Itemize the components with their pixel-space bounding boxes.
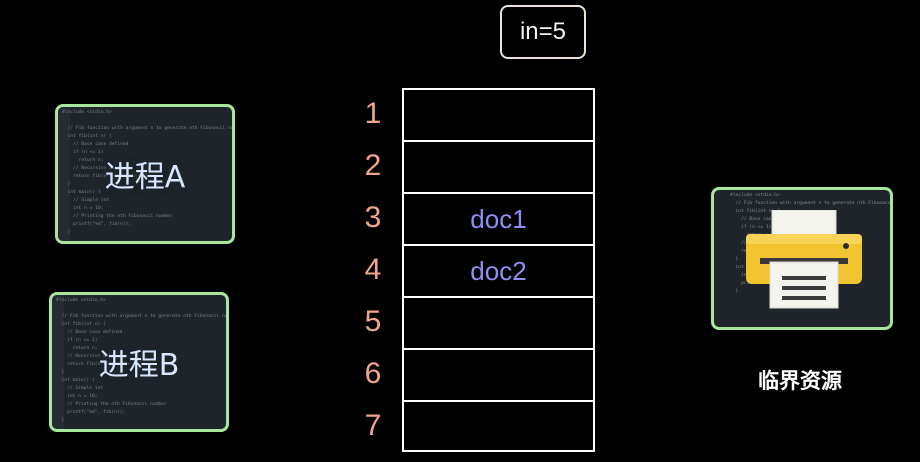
process-b-label: 进程B	[98, 348, 180, 383]
slot-index-4: 4	[364, 253, 382, 286]
critical-resource-label: 临界资源	[758, 369, 842, 393]
buffer-slot-6	[404, 350, 593, 402]
buffer-slot-4: doc2	[404, 246, 593, 298]
spooler-buffer: doc1 doc2	[402, 88, 595, 452]
buffer-slot-3: doc1	[404, 194, 593, 246]
in-pointer-text: in=5	[519, 18, 567, 45]
process-b-card: #include <stdio.h> // Fib function with …	[49, 292, 229, 432]
slot-index-7: 7	[364, 409, 382, 442]
slot-index-1: 1	[364, 97, 382, 130]
slot-index-3: 3	[364, 201, 382, 234]
buffer-slot-2	[404, 142, 593, 194]
process-a-label: 进程A	[104, 160, 186, 195]
slot-index-5: 5	[364, 305, 382, 338]
slot-index-6: 6	[364, 357, 382, 390]
slot-index-2: 2	[364, 149, 382, 182]
code-background: #include <stdio.h> // Fib function with …	[56, 298, 228, 423]
buffer-slot-7	[404, 402, 593, 450]
critical-resource-card: #include <stdio.h> // Fib function with …	[711, 187, 893, 330]
buffer-slot-1	[404, 90, 593, 142]
code-gutter	[58, 107, 70, 241]
buffer-slot-5	[404, 298, 593, 350]
code-gutter	[52, 295, 64, 429]
code-background: #include <stdio.h> // Fib function with …	[62, 110, 234, 235]
process-a-card: #include <stdio.h> // Fib function with …	[55, 104, 235, 244]
printer-icon	[746, 210, 862, 309]
in-pointer-badge: in=5	[500, 5, 586, 59]
